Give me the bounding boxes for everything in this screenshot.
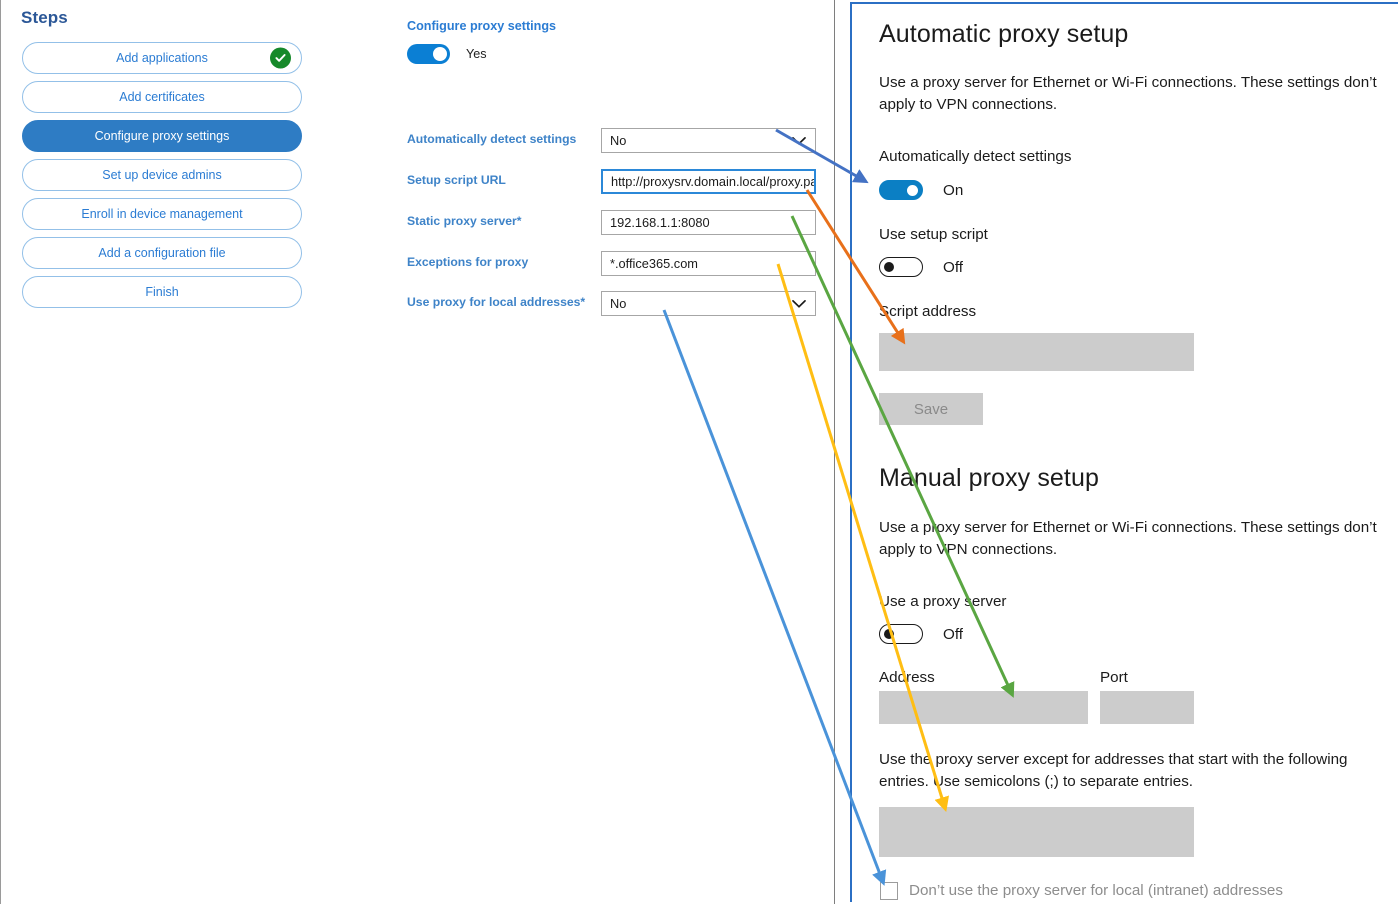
script-address-label: Script address bbox=[879, 303, 977, 320]
toggle-knob bbox=[884, 629, 894, 639]
address-input[interactable] bbox=[879, 691, 1088, 724]
save-button[interactable]: Save bbox=[879, 393, 983, 425]
required-asterisk: * bbox=[516, 214, 522, 228]
use-a-proxy-server-label: Use a proxy server bbox=[879, 593, 1007, 610]
form-label-use-proxy-for-local-addresses: Use proxy for local addresses* bbox=[407, 295, 586, 309]
check-circle-icon bbox=[270, 47, 291, 69]
form-input-value: http://proxysrv.domain.local/proxy.pa bbox=[611, 174, 816, 189]
automatic-proxy-setup-description: Use a proxy server for Ethernet or Wi-Fi… bbox=[879, 74, 1377, 113]
use-setup-script-toggle-row: Off bbox=[879, 257, 963, 277]
proxy-exceptions-input[interactable] bbox=[879, 807, 1194, 857]
automatically-detect-settings-toggle[interactable] bbox=[879, 180, 923, 200]
form-heading: Configure proxy settings bbox=[407, 19, 557, 33]
configure-proxy-toggle[interactable] bbox=[407, 44, 450, 64]
form-row-static-proxy-server: Static proxy server* 192.168.1.1:8080 bbox=[407, 210, 827, 235]
steps-list: Add applications Add certificates Config… bbox=[22, 42, 302, 315]
use-setup-script-toggle[interactable] bbox=[879, 257, 923, 277]
automatically-detect-settings-state: On bbox=[943, 181, 964, 199]
chevron-down-icon bbox=[792, 133, 806, 148]
automatically-detect-settings-label: Automatically detect settings bbox=[879, 148, 1072, 165]
step-item-set-up-device-admins[interactable]: Set up device admins bbox=[22, 159, 302, 191]
step-item-label: Finish bbox=[145, 285, 179, 299]
steps-panel: Steps Add applications Add certificates … bbox=[1, 0, 341, 904]
form-row-setup-script-url: Setup script URL http://proxysrv.domain.… bbox=[407, 169, 827, 194]
proxy-exceptions-description: Use the proxy server except for addresse… bbox=[879, 751, 1348, 790]
bypass-local-addresses-label: Don’t use the proxy server for local (in… bbox=[909, 882, 1283, 899]
form-select-value: No bbox=[610, 296, 627, 311]
configure-proxy-toggle-label: Yes bbox=[466, 47, 487, 61]
automatic-proxy-setup-title: Automatic proxy setup bbox=[879, 20, 1129, 48]
step-item-enroll-in-device-management[interactable]: Enroll in device management bbox=[22, 198, 302, 230]
manual-proxy-setup-title: Manual proxy setup bbox=[879, 464, 1099, 492]
form-row-automatically-detect-settings: Automatically detect settings No bbox=[407, 128, 827, 153]
form-input-static-proxy-server[interactable]: 192.168.1.1:8080 bbox=[601, 210, 816, 235]
step-item-label: Set up device admins bbox=[102, 168, 222, 182]
form-label-setup-script-url: Setup script URL bbox=[407, 173, 506, 187]
address-label: Address bbox=[879, 669, 935, 686]
chevron-down-icon bbox=[792, 296, 806, 311]
windows-proxy-settings-panel: Automatic proxy setup Use a proxy server… bbox=[850, 2, 1398, 902]
step-item-add-a-configuration-file[interactable]: Add a configuration file bbox=[22, 237, 302, 269]
port-input[interactable] bbox=[1100, 691, 1194, 724]
bypass-local-addresses-checkbox[interactable] bbox=[880, 882, 898, 900]
form-input-value: *.office365.com bbox=[610, 256, 698, 271]
form-select-value: No bbox=[610, 133, 627, 148]
manual-proxy-setup-description: Use a proxy server for Ethernet or Wi-Fi… bbox=[879, 519, 1377, 558]
port-label: Port bbox=[1100, 669, 1128, 686]
form-row-use-proxy-for-local-addresses: Use proxy for local addresses* No bbox=[407, 291, 827, 316]
step-item-label: Add applications bbox=[116, 51, 208, 65]
step-item-finish[interactable]: Finish bbox=[22, 276, 302, 308]
use-a-proxy-server-toggle-row: Off bbox=[879, 624, 963, 644]
use-a-proxy-server-toggle[interactable] bbox=[879, 624, 923, 644]
form-label-static-proxy-server: Static proxy server* bbox=[407, 214, 522, 228]
form-label-exceptions-for-proxy: Exceptions for proxy bbox=[407, 255, 529, 269]
toggle-knob bbox=[884, 262, 894, 272]
step-item-add-applications[interactable]: Add applications bbox=[22, 42, 302, 74]
step-item-configure-proxy-settings[interactable]: Configure proxy settings bbox=[22, 120, 302, 152]
form-row-exceptions-for-proxy: Exceptions for proxy *.office365.com bbox=[407, 251, 827, 276]
configure-proxy-form-panel: Configure proxy settings Yes Automatical… bbox=[341, 0, 834, 904]
form-input-setup-script-url[interactable]: http://proxysrv.domain.local/proxy.pa bbox=[601, 169, 816, 194]
form-input-exceptions-for-proxy[interactable]: *.office365.com bbox=[601, 251, 816, 276]
step-item-label: Add certificates bbox=[119, 90, 205, 104]
automatically-detect-settings-toggle-row: On bbox=[879, 180, 963, 200]
step-item-add-certificates[interactable]: Add certificates bbox=[22, 81, 302, 113]
use-a-proxy-server-state: Off bbox=[943, 625, 963, 643]
use-setup-script-label: Use setup script bbox=[879, 226, 988, 243]
toggle-knob bbox=[433, 47, 447, 61]
panel-divider bbox=[834, 0, 835, 904]
form-input-value: 192.168.1.1:8080 bbox=[610, 215, 710, 230]
form-select-use-proxy-for-local-addresses[interactable]: No bbox=[601, 291, 816, 316]
required-asterisk: * bbox=[580, 295, 586, 309]
step-item-label: Add a configuration file bbox=[98, 246, 226, 260]
toggle-knob bbox=[907, 185, 918, 196]
form-select-automatically-detect-settings[interactable]: No bbox=[601, 128, 816, 153]
script-address-input[interactable] bbox=[879, 333, 1194, 371]
step-item-label: Configure proxy settings bbox=[94, 129, 230, 143]
configure-proxy-toggle-row: Yes bbox=[407, 44, 487, 64]
steps-panel-title: Steps bbox=[21, 8, 68, 27]
step-item-label: Enroll in device management bbox=[81, 207, 243, 221]
use-setup-script-state: Off bbox=[943, 258, 963, 276]
form-label-automatically-detect-settings: Automatically detect settings bbox=[407, 132, 577, 146]
